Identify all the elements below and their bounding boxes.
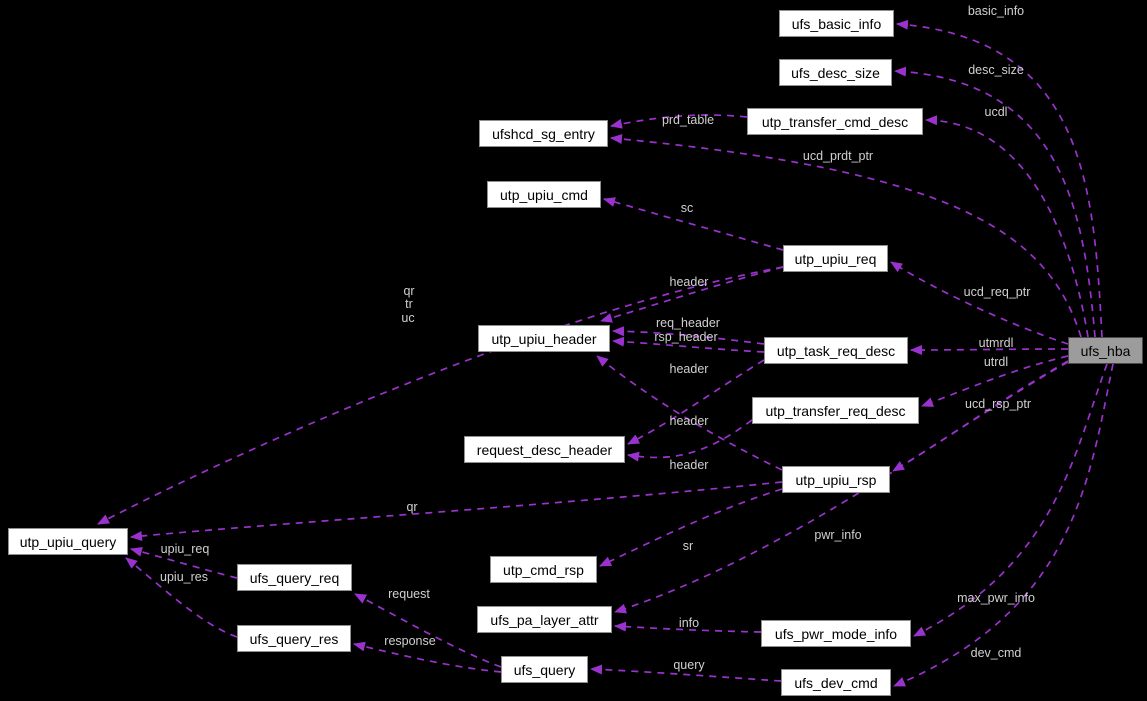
node-ufshcd_sg_entry[interactable]: ufshcd_sg_entry [479, 120, 608, 147]
edge-label-upiu_res: upiu_res [160, 570, 208, 584]
edge-utp_upiu_req-to-utp_upiu_header-header [600, 266, 784, 323]
edge-label-max_pwr_info: max_pwr_info [957, 591, 1035, 605]
node-utp_transfer_req_desc[interactable]: utp_transfer_req_desc [752, 397, 919, 424]
edge-ufs_hba-to-ufshcd_sg_entry-ucd_prdt_ptr [610, 134, 1082, 338]
node-ufs_basic_info[interactable]: ufs_basic_info [779, 10, 894, 37]
edge-ufs_hba-to-utp_task_req_desc-utmrdl [910, 344, 1069, 355]
node-ufs_dev_cmd[interactable]: ufs_dev_cmd [781, 669, 891, 696]
edge-label-header: header [669, 414, 709, 428]
edge-ufs_query_req-to-utp_upiu_query-upiu_req [130, 546, 238, 579]
node-ufs_pa_layer_attr[interactable]: ufs_pa_layer_attr [477, 606, 612, 633]
node-utp_upiu_req[interactable]: utp_upiu_req [783, 245, 888, 272]
edge-label-utmrdl: utmrdl [978, 336, 1014, 350]
edge-label-sc: sc [680, 201, 694, 215]
edge-label-rsp_header: rsp_header [654, 330, 718, 344]
edge-label-response: response [384, 634, 436, 648]
edge-label-upiu_req: upiu_req [160, 542, 210, 556]
edge-utp_task_req_desc-to-utp_upiu_header-rsp_header [612, 336, 765, 353]
edge-ufs_hba-to-ufs_basic_info-basic_info [896, 19, 1103, 338]
edge-label-header: header [669, 458, 709, 472]
edge-ufs_query-to-ufs_query_res-response [353, 641, 502, 673]
edge-utp_upiu_req-to-utp_upiu_query-qr_tr_uc [97, 266, 784, 525]
edge-utp_task_req_desc-to-request_desc_header-header [627, 359, 765, 445]
edge-label-qr: qr [403, 284, 415, 298]
edge-ufs_hba-to-utp_upiu_req-ucd_req_ptr [890, 261, 1069, 345]
edge-label-info: info [678, 616, 700, 630]
node-utp_upiu_cmd[interactable]: utp_upiu_cmd [487, 181, 601, 208]
node-ufs_query[interactable]: ufs_query [501, 656, 588, 683]
node-ufs_hba[interactable]: ufs_hba [1068, 337, 1143, 364]
edge-label-tr: tr [405, 297, 413, 311]
edge-ufs_query_res-to-utp_upiu_query-upiu_res [125, 557, 238, 638]
node-ufs_query_res[interactable]: ufs_query_res [237, 625, 351, 652]
node-utp_upiu_rsp[interactable]: utp_upiu_rsp [782, 466, 890, 493]
edge-ufs_pwr_mode_info-to-ufs_pa_layer_attr-info [614, 621, 762, 633]
node-utp_task_req_desc[interactable]: utp_task_req_desc [764, 337, 908, 364]
edge-ufs_hba-to-utp_transfer_req_desc-utrdl [921, 355, 1069, 407]
edge-label-header: header [669, 362, 709, 376]
edge-ufs_hba-to-ufs_dev_cmd-dev_cmd [893, 363, 1114, 687]
edge-label-sr: sr [682, 539, 694, 553]
edge-utp_upiu_rsp-to-utp_upiu_query-qr [130, 481, 783, 541]
edge-label-request: request [388, 587, 430, 601]
edge-label-pwr_info: pwr_info [814, 528, 862, 542]
edge-label-query: query [673, 658, 705, 672]
edge-ufs_hba-to-ufs_pwr_mode_info-max_pwr_info [913, 363, 1108, 637]
edges-group [97, 19, 1114, 687]
edge-utp_upiu_req-to-utp_upiu_cmd-sc [603, 197, 784, 251]
edge-label-header: header [669, 275, 709, 289]
edge-utp_transfer_cmd_desc-to-ufshcd_sg_entry-prd_table [610, 114, 748, 129]
edge-label-ucd_rsp_ptr: ucd_rsp_ptr [964, 397, 1032, 411]
edge-utp_upiu_rsp-to-utp_cmd_rsp-sr [599, 488, 783, 567]
edge-ufs_query-to-ufs_query_req-request [354, 593, 502, 668]
node-ufs_pwr_mode_info[interactable]: ufs_pwr_mode_info [761, 620, 911, 647]
edge-label-ucd_req_ptr: ucd_req_ptr [963, 285, 1031, 299]
node-utp_transfer_cmd_desc[interactable]: utp_transfer_cmd_desc [747, 108, 923, 135]
edge-ufs_hba-to-utp_transfer_cmd_desc-ucdl [925, 115, 1089, 338]
edge-label-uc: uc [401, 311, 415, 325]
edge-label-utrdl: utrdl [983, 355, 1009, 369]
edge-ufs_hba-to-ufs_desc_size-desc_size [894, 66, 1096, 338]
edge-label-basic_info: basic_info [967, 4, 1025, 18]
node-utp_upiu_header[interactable]: utp_upiu_header [478, 325, 610, 352]
node-ufs_query_req[interactable]: ufs_query_req [237, 564, 352, 591]
edge-label-desc_size: desc_size [968, 63, 1024, 77]
edge-label-prd_table: prd_table [661, 113, 715, 127]
edge-label-ucdl: ucdl [984, 105, 1008, 119]
edge-ufs_dev_cmd-to-ufs_query-query [590, 664, 782, 682]
node-utp_upiu_query[interactable]: utp_upiu_query [8, 528, 128, 555]
node-ufs_desc_size[interactable]: ufs_desc_size [779, 59, 892, 86]
edge-label-req_header: req_header [656, 316, 720, 330]
edge-label-qr: qr [406, 500, 418, 514]
edge-label-ucd_prdt_ptr: ucd_prdt_ptr [802, 149, 874, 163]
edge-utp_task_req_desc-to-utp_upiu_header-req_header [612, 326, 765, 345]
edge-label-dev_cmd: dev_cmd [970, 646, 1022, 660]
node-request_desc_header[interactable]: request_desc_header [464, 436, 625, 463]
node-utp_cmd_rsp[interactable]: utp_cmd_rsp [490, 556, 597, 583]
edge-utp_transfer_req_desc-to-request_desc_header-header [627, 419, 753, 462]
edge-utp_upiu_rsp-to-utp_upiu_header-header [596, 355, 783, 471]
